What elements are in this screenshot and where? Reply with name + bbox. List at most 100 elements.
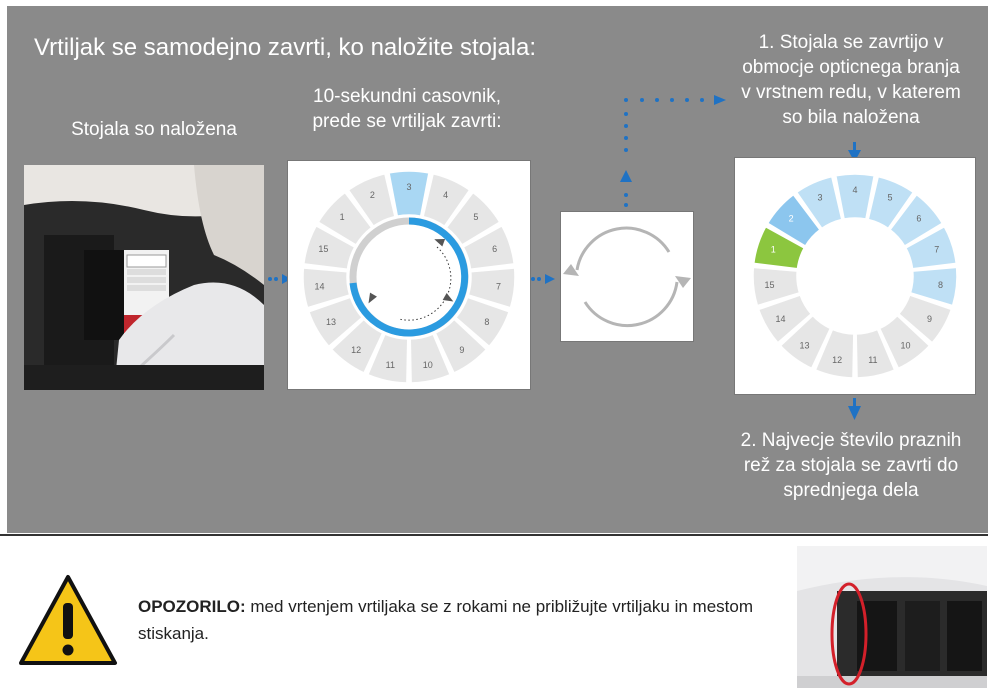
- carousel-slot: [307, 296, 364, 348]
- carousel-slot: [347, 172, 396, 228]
- carousel-slot-label: 7: [496, 281, 501, 291]
- arrow-down-to-carousel: [848, 150, 861, 162]
- carousel-slot-label: 3: [406, 182, 411, 192]
- carousel-slot-label: 10: [901, 341, 911, 351]
- label-empty-line3: sprednjega dela: [783, 480, 919, 501]
- connector-dot: [531, 277, 535, 281]
- carousel-slot: [834, 173, 876, 220]
- carousel-slot: [752, 266, 801, 307]
- label-scan-order: 1. Stojala se zavrtijo v obmocje opticne…: [722, 30, 980, 130]
- carousel-slot-label: 9: [927, 314, 932, 324]
- carousel-slot: [388, 170, 430, 217]
- carousel-slot: [814, 328, 855, 379]
- arrow-to-scan: [714, 95, 726, 105]
- connector-dot: [537, 277, 541, 281]
- carousel-slot-label: 10: [423, 360, 433, 370]
- carousel-slot: [467, 267, 516, 309]
- rotation-path: [398, 246, 452, 321]
- carousel-slot: [909, 266, 958, 307]
- carousel-slot-label: 1: [340, 212, 345, 222]
- carousel-slot-label: 4: [443, 190, 448, 200]
- label-empty-slots: 2. Najvecje število praznih rež za stoja…: [722, 428, 980, 503]
- carousel-slot-label: 9: [459, 345, 464, 355]
- rotate-box: [560, 211, 694, 342]
- carousel-slot-label: 15: [318, 244, 328, 254]
- carousel-slot-label: 13: [326, 317, 336, 327]
- label-scan-line3: v vrstnem redu, v katerem: [741, 82, 961, 103]
- arrow-to-rotate: [545, 274, 555, 284]
- carousel-slot-label: 12: [351, 345, 361, 355]
- label-scan-line4: so bila naložena: [782, 107, 920, 128]
- carousel-slot: [795, 175, 843, 230]
- carousel-slot: [888, 193, 944, 248]
- carousel-slot: [855, 328, 896, 379]
- warning-label: OPOZORILO:: [138, 597, 246, 616]
- label-empty-line1: 2. Najvecje število praznih: [740, 430, 962, 451]
- pinch-point-illustration: [797, 546, 987, 688]
- arrow-down-to-empty: [848, 406, 861, 420]
- carousel-slot: [454, 296, 511, 348]
- label-scan-line2: obmocje opticnega branja: [742, 57, 960, 78]
- carousel-slot-label: 3: [818, 192, 823, 202]
- carousel-slot: [897, 294, 953, 344]
- photo-pinch-point: [797, 546, 987, 688]
- carousel-slot: [366, 333, 409, 384]
- carousel-slot: [462, 224, 516, 271]
- flow-connectors: [268, 95, 861, 420]
- photo-illustration: [24, 165, 264, 390]
- section-divider: [0, 534, 988, 536]
- carousel-slot-label: 2: [370, 190, 375, 200]
- carousel-slot: [330, 318, 384, 374]
- carousel-slot-label: 12: [832, 355, 842, 365]
- label-timer: 10-sekundni casovnik, prede se vrtiljak …: [282, 84, 532, 134]
- diagram-title: Vrtiljak se samodejno zavrti, ko naložit…: [34, 34, 537, 61]
- label-timer-line1: 10-sekundni casovnik,: [313, 86, 501, 107]
- rotation-arrowhead: [442, 293, 454, 302]
- rotation-arrowhead: [434, 238, 446, 247]
- carousel-slot-label: 4: [852, 185, 857, 195]
- rotation-arrowhead: [368, 292, 377, 304]
- carousel-slot: [317, 191, 373, 246]
- carousel-slot: [409, 333, 452, 384]
- connector-dot: [274, 277, 278, 281]
- carousel-slot: [422, 172, 471, 228]
- carousel-slot: [904, 225, 958, 270]
- carousel-slot: [434, 318, 488, 374]
- carousel-slot-label: 11: [868, 355, 877, 365]
- carousel-slot: [757, 294, 813, 344]
- carousel-slot: [878, 314, 931, 370]
- label-empty-line2: rež za stojala se zavrti do: [743, 455, 959, 476]
- photo-racks-loaded: [24, 165, 264, 390]
- carousel-slot: [445, 191, 501, 246]
- carousel-slot-label: 6: [916, 213, 921, 223]
- carousel-slot-label: 13: [799, 341, 809, 351]
- arrow-to-timer: [282, 274, 291, 284]
- carousel-slot: [867, 175, 915, 230]
- rotate-icon: [563, 226, 691, 327]
- carousel-slot-label: 5: [887, 192, 892, 202]
- arrow-up: [620, 170, 632, 182]
- carousel-slot-label: 14: [776, 314, 786, 324]
- carousel-slot: [779, 314, 832, 370]
- carousel-slot-label: 8: [484, 317, 489, 327]
- warning-text: med vrtenjem vrtiljaka se z rokami ne pr…: [138, 597, 753, 643]
- warning-message: OPOZORILO: med vrtenjem vrtiljaka se z r…: [138, 593, 778, 647]
- carousel-slot-label: 5: [473, 212, 478, 222]
- timer-progress-arc: [349, 217, 469, 337]
- label-scan-line1: 1. Stojala se zavrtijo v: [758, 32, 944, 53]
- carousel-slot-label: 15: [764, 280, 774, 290]
- carousel-slot-label: 1: [771, 244, 776, 254]
- carousel-slot-label: 7: [934, 244, 939, 254]
- carousel-slot: [302, 224, 356, 271]
- carousel-slot-label: 14: [314, 281, 324, 291]
- label-racks-loaded: Stojala so naložena: [71, 119, 237, 140]
- carousel-slot: [302, 267, 351, 309]
- carousel-slot-label: 8: [938, 280, 943, 290]
- label-timer-line2: prede se vrtiljak zavrti:: [312, 111, 502, 132]
- warning-icon: [19, 575, 117, 665]
- carousel-slot-label: 11: [386, 360, 395, 370]
